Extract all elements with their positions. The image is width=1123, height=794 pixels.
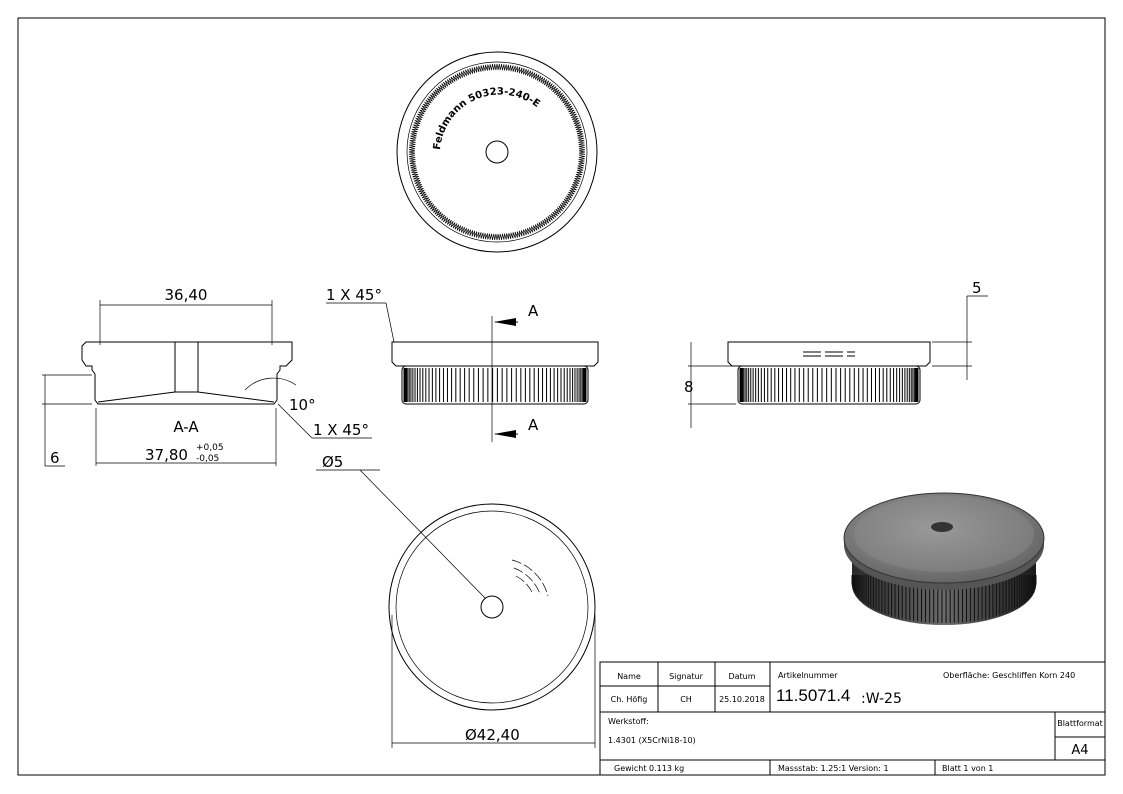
section-marker-bottom: A [528, 416, 539, 434]
dim-chamfer-bottom: 1 X 45° [313, 421, 369, 439]
center-hole [485, 140, 509, 164]
blattformat-value: A4 [1071, 743, 1088, 758]
dim-height-6: 6 [50, 449, 60, 467]
title-block: Name Signatur Datum Ch. Höfig CH 25.10.2… [599, 661, 1106, 776]
section-view-a-a: 36,40 37,80 +0,05 -0,05 A-A 6 10° 1 X 45… [42, 286, 486, 599]
dim-outer-dia: Ø42,40 [465, 726, 520, 744]
dim-thickness-5: 5 [972, 279, 982, 297]
blatt: Blatt 1 von 1 [942, 764, 993, 773]
tol-plus: +0,05 [196, 443, 224, 453]
tol-minus: -0,05 [196, 454, 219, 464]
gewicht: Gewicht 0.113 kg [614, 764, 684, 773]
knurl-ring [408, 63, 586, 241]
section-label: A-A [173, 418, 199, 436]
werkstoff-value: 1.4301 (X5CrNi18-10) [608, 736, 696, 745]
oberflaeche: Oberfläche: Geschliffen Korn 240 [943, 671, 1075, 680]
artikel-label: Artikelnummer [778, 671, 838, 680]
blattformat-label: Blattformat [1057, 719, 1103, 728]
werkstoff-label: Werkstoff: [608, 717, 649, 726]
name-header: Name [617, 672, 641, 681]
sheet-border [17, 17, 1106, 776]
dim-width-bottom: 37,80 [145, 446, 188, 464]
name-value: Ch. Höfig [611, 695, 648, 704]
side-view: 5 8 [684, 279, 988, 428]
dim-hole-dia: Ø5 [322, 453, 343, 471]
dim-angle: 10° [289, 396, 316, 414]
isometric-view [843, 492, 1045, 625]
knurl-teeth [408, 63, 586, 241]
top-view: Feldmann 50323-240-EW-25 [0, 0, 598, 253]
signatur-value: CH [680, 695, 692, 704]
datum-header: Datum [728, 672, 755, 681]
signatur-header: Signatur [669, 672, 704, 681]
artikel-number: 11.5071.4 [776, 686, 850, 705]
dim-chamfer-top: 1 X 45° [326, 286, 382, 304]
massstab: Massstab: 1.25:1 Version: 1 [778, 764, 889, 773]
artikel-suffix: :W-25 [861, 691, 902, 707]
section-marker-top: A [528, 302, 539, 320]
dim-width-top: 36,40 [165, 286, 208, 304]
bottom-view: Ø42,40 [388, 503, 596, 748]
datum-value: 25.10.2018 [719, 695, 765, 704]
dim-height-8: 8 [684, 378, 694, 396]
front-view: A A 1 X 45° [326, 286, 599, 442]
